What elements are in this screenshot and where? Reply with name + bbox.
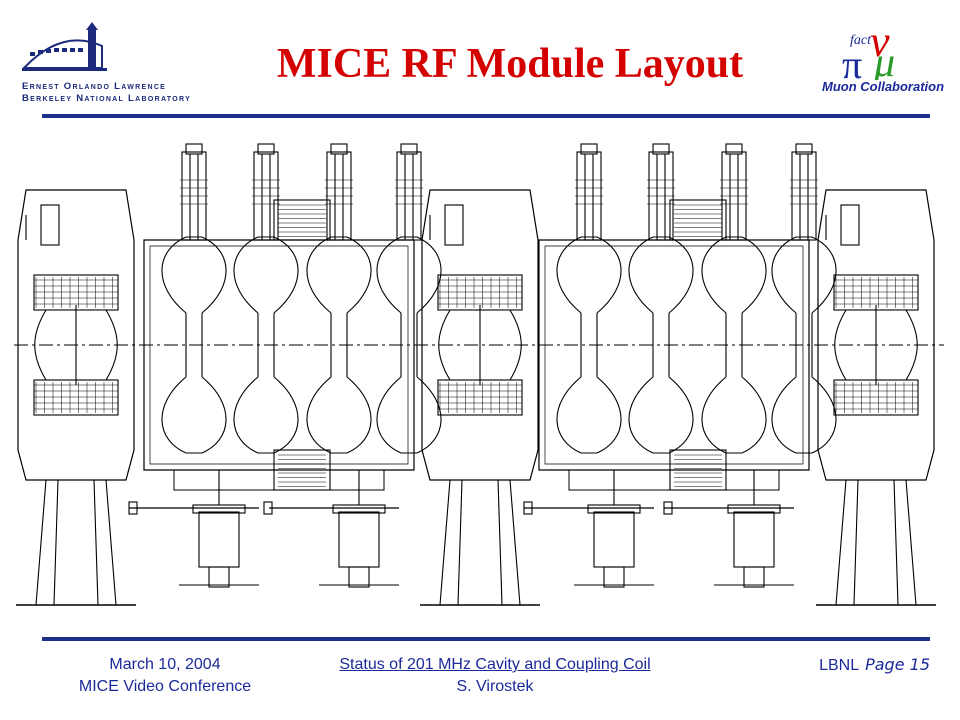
vessel-inner-wall — [149, 245, 409, 465]
rf-cavity-lower — [376, 376, 442, 454]
coupling-coil-housing — [421, 189, 539, 481]
vessel-outline — [538, 239, 810, 471]
ion-pump-body — [198, 511, 240, 568]
rf-cavity-upper — [306, 236, 372, 314]
pi-glyph: π — [842, 42, 862, 80]
ion-pump-neck — [348, 566, 370, 588]
footer-page-number: Page 15 — [865, 655, 930, 674]
support-leg — [439, 479, 521, 606]
lbnl-building-icon — [21, 22, 107, 71]
bore-curve — [34, 309, 47, 381]
muon-collaboration-caption: Muon Collaboration — [822, 79, 945, 94]
top-rule — [42, 114, 930, 118]
fact-text: fact — [850, 33, 872, 48]
vessel-inner-wall — [544, 245, 804, 465]
cryo-feed — [444, 204, 464, 246]
bottom-rule — [42, 637, 930, 641]
rail-connector — [128, 501, 138, 515]
lbnl-line-1: Ernest Orlando Lawrence — [22, 81, 167, 92]
lbnl-line-2: Berkeley National Laboratory — [22, 93, 192, 104]
ion-pump-neck — [208, 566, 230, 588]
coupler-flange — [795, 143, 813, 155]
coupler-flange — [400, 143, 418, 155]
vacuum-pump-box-lower — [273, 449, 331, 491]
rf-cavity-upper — [161, 236, 227, 314]
rf-module-layout-drawing — [14, 143, 944, 606]
rf-cavity-lower — [628, 376, 694, 454]
rf-cavity-lower — [161, 376, 227, 454]
ion-pump-neck — [743, 566, 765, 588]
rf-cavity-upper — [771, 236, 837, 314]
muon-collaboration-logo: fact ν π μ Muon Collaboration — [812, 14, 945, 100]
rf-cavity-upper — [556, 236, 622, 314]
coupler-flange — [330, 143, 348, 155]
coupler-flange — [580, 143, 598, 155]
rail-connector — [663, 501, 673, 515]
coupler-flange — [725, 143, 743, 155]
vacuum-pump-box-lower — [669, 449, 727, 491]
support-leg — [35, 479, 117, 606]
vacuum-pump-box — [669, 199, 727, 241]
rf-cavity-lower — [233, 376, 299, 454]
bore-curve — [509, 309, 522, 381]
rf-cavity-upper — [376, 236, 442, 314]
vacuum-pump-box — [273, 199, 331, 241]
coupler-flange — [257, 143, 275, 155]
rf-cavity-upper — [701, 236, 767, 314]
rf-cavity-lower — [556, 376, 622, 454]
footer-date: March 10, 2004 — [109, 656, 221, 673]
support-leg-inner — [53, 479, 99, 606]
support-leg-inner — [457, 479, 503, 606]
vessel-outline — [143, 239, 415, 471]
rail-connector — [523, 501, 533, 515]
footer-right: LBNL Page 15 — [770, 654, 930, 677]
footer-left: March 10, 2004 MICE Video Conference — [60, 654, 270, 698]
coupler-flange — [652, 143, 670, 155]
ion-pump-body — [733, 511, 775, 568]
coupling-coil-housing — [17, 189, 135, 481]
cryo-feed — [40, 204, 60, 246]
mu-glyph: μ — [873, 40, 895, 80]
ion-pump-body — [593, 511, 635, 568]
bore-curve — [834, 309, 847, 381]
page-title: MICE RF Module Layout — [276, 41, 744, 87]
rail-connector — [263, 501, 273, 515]
lbnl-logo: Ernest Orlando Lawrence Berkeley Nationa… — [21, 22, 207, 105]
footer-event: MICE Video Conference — [78, 678, 252, 695]
footer-author: S. Virostek — [456, 678, 534, 695]
nufact-glyph-icon: fact ν π μ — [842, 17, 895, 87]
bore-curve — [438, 309, 451, 381]
coupling-coil-housing — [817, 189, 935, 481]
nu-glyph: ν — [870, 17, 890, 66]
rf-cavity-lower — [771, 376, 837, 454]
rf-cavity-lower — [306, 376, 372, 454]
cryo-feed — [840, 204, 860, 246]
coupler-flange — [185, 143, 203, 155]
ion-pump-body — [338, 511, 380, 568]
bore-curve — [105, 309, 118, 381]
support-leg-inner — [853, 479, 899, 606]
footer-org: LBNL — [819, 657, 860, 674]
rf-cavity-upper — [628, 236, 694, 314]
footer-center: Status of 201 MHz Cavity and Coupling Co… — [290, 654, 700, 698]
rf-cavity-lower — [701, 376, 767, 454]
ion-pump-neck — [603, 566, 625, 588]
lbnl-logo-text: Ernest Orlando Lawrence Berkeley Nationa… — [22, 81, 191, 105]
rf-cavity-upper — [233, 236, 299, 314]
footer-talk-title: Status of 201 MHz Cavity and Coupling Co… — [339, 656, 651, 673]
bore-curve — [905, 309, 918, 381]
support-leg — [835, 479, 917, 606]
